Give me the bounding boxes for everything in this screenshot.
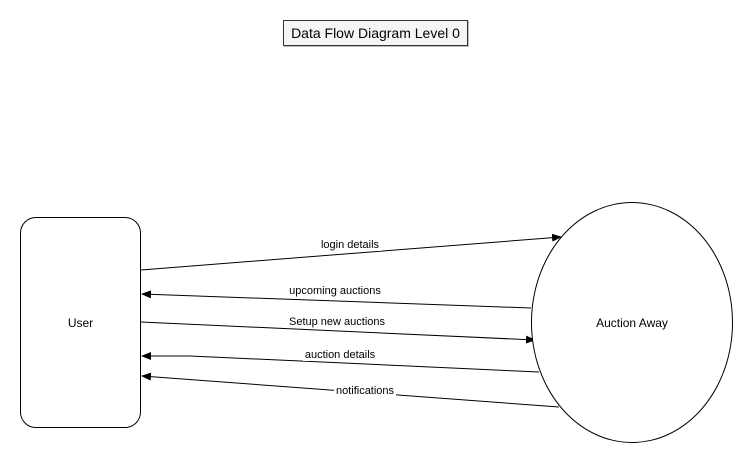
flow-label-auction-details: auction details [305, 349, 376, 361]
auction-away-process-label: Auction Away [596, 315, 668, 330]
flow-label-setup-new-auctions: Setup new auctions [289, 316, 386, 328]
flow-arrow-upcoming-auctions [141, 290, 532, 309]
flow-label-login-details: login details [321, 239, 380, 251]
user-entity: User [20, 217, 141, 428]
diagram-title: Data Flow Diagram Level 0 [283, 20, 468, 46]
user-entity-label: User [67, 315, 94, 330]
flow-label-upcoming-auctions: upcoming auctions [289, 285, 381, 297]
flow-arrow-auction-details [141, 352, 540, 373]
auction-away-process: Auction Away [531, 202, 733, 443]
flow-arrow-setup-new-auctions [140, 321, 536, 344]
flow-arrow-login-details [140, 233, 562, 271]
flow-label-notifications: notifications [336, 385, 395, 397]
